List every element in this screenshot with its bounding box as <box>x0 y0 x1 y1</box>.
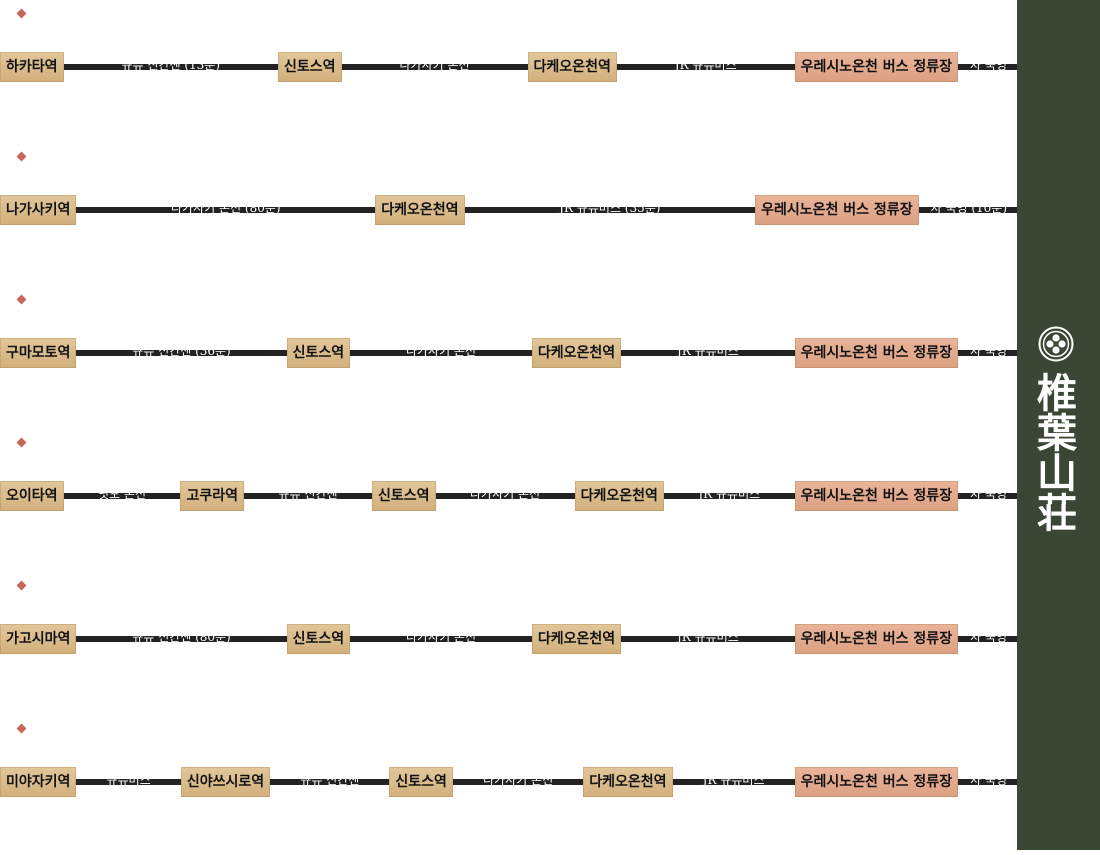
segment-label: 규슈 신칸센 <box>300 773 360 787</box>
route-5: 가고시마역 규슈 신칸센 (80분) 신토스역 나가사키 본선 다케오온천역 JR 규슈버… <box>0 572 1017 712</box>
segment-label: 나가사키 본선 <box>405 630 477 644</box>
route-line <box>0 636 1017 642</box>
segment-label: 나가사키 본선 <box>405 344 477 358</box>
segment-label: 규슈버스 <box>106 773 151 787</box>
station: 미야자키역 <box>0 767 77 797</box>
segment-label-final: 차 숙영 <box>970 487 1008 501</box>
route-3: 구마모토역 규슈 신칸센 (36분) 신토스역 나가사키 본선 다케오온천역 JR 규슈버… <box>0 286 1017 426</box>
station: 다케오온천역 <box>531 338 622 368</box>
route-line <box>0 779 1017 785</box>
segment-label: 규슈 신칸센 <box>278 487 338 501</box>
station: 다케오온천역 <box>574 481 664 511</box>
station: 신토스역 <box>278 52 342 82</box>
route-line <box>0 64 1017 70</box>
station: 신토스역 <box>286 624 351 654</box>
segment-label: 나가사키 본선 <box>470 487 541 501</box>
segment-label-final: 차 숙영 (10분) <box>930 201 1008 215</box>
segment-label: 규슈 신칸센 (80분) <box>132 630 231 644</box>
bus-stop: 우레시노온천 버스 정류장 <box>794 767 959 797</box>
bus-stop: 우레시노온천 버스 정류장 <box>794 481 959 511</box>
route-4: 오이타역 닛포 본선 고쿠라역 규슈 신칸센 신토스역 나가사키 본선 다케오온천역 JR 규… <box>0 429 1017 569</box>
family-crest-icon <box>1038 326 1074 362</box>
station: 나가사키역 <box>0 195 77 225</box>
segment-label: JR 규슈버스 <box>676 344 739 358</box>
route-line <box>0 493 1017 499</box>
route-1: 하카타역 규슈 신칸센 (13분) 신토스역 나가사키 본선 다케오온천역 JR 규슈버스… <box>0 0 1017 140</box>
route-line <box>0 350 1017 356</box>
station: 다케오온천역 <box>531 624 622 654</box>
segment-label: 규슈 신칸센 (36분) <box>132 344 231 358</box>
bus-stop: 우레시노온천 버스 정류장 <box>794 52 959 82</box>
station: 신야쓰시로역 <box>180 767 271 797</box>
segment-label: JR 규슈버스 <box>702 773 765 787</box>
segment-label: 닛포 본선 <box>98 487 146 501</box>
station: 다케오온천역 <box>375 195 465 225</box>
logo-calligraphy: 椎葉山荘 <box>1037 370 1077 537</box>
segment-label: 나가사키 본선 <box>399 58 470 72</box>
route-marker-icon <box>16 8 27 19</box>
bus-stop: 우레시노온천 버스 정류장 <box>755 195 919 225</box>
segment-label: 규슈 신칸센 (13분) <box>121 58 221 72</box>
segment-label: JR 규슈버스 <box>676 630 739 644</box>
station: 신토스역 <box>372 481 436 511</box>
route-marker-icon <box>16 294 27 305</box>
station: 다케오온천역 <box>583 767 673 797</box>
station: 하카타역 <box>0 52 64 82</box>
segment-label: JR 규슈버스 (35분) <box>559 201 661 215</box>
route-marker-icon <box>16 151 27 162</box>
route-line <box>0 207 1017 213</box>
route-marker-icon <box>16 580 27 591</box>
station: 고쿠라역 <box>180 481 245 511</box>
station: 신토스역 <box>389 767 453 797</box>
bus-stop: 우레시노온천 버스 정류장 <box>794 624 959 654</box>
route-6: 미야자키역 규슈버스 신야쓰시로역 규슈 신칸센 신토스역 나가사키 본선 다케오온천역 JR… <box>0 715 1017 855</box>
route-2: 나가사키역 나가사키 본선 (80분) 다케오온천역 JR 규슈버스 (35분) 우레시… <box>0 143 1017 283</box>
segment-label-final: 차 숙영 <box>970 344 1008 358</box>
segment-label: JR 규슈버스 <box>698 487 761 501</box>
segment-label: JR 규슈버스 <box>674 58 737 72</box>
station: 구마모토역 <box>0 338 77 368</box>
station: 신토스역 <box>286 338 351 368</box>
route-marker-icon <box>16 437 27 448</box>
segment-label: 나가사키 본선 (80분) <box>171 201 281 215</box>
segment-label: 나가사키 본선 <box>483 773 554 787</box>
route-marker-icon <box>16 723 27 734</box>
station: 가고시마역 <box>0 624 77 654</box>
bus-stop: 우레시노온천 버스 정류장 <box>794 338 959 368</box>
segment-label-final: 차 숙영 <box>970 58 1007 72</box>
station: 오이타역 <box>0 481 64 511</box>
station: 다케오온천역 <box>527 52 617 82</box>
segment-label-final: 차 숙영 <box>970 630 1008 644</box>
sidebar-logo-panel: 椎葉山荘 <box>1017 0 1100 850</box>
segment-label-final: 차 숙영 <box>970 773 1008 787</box>
